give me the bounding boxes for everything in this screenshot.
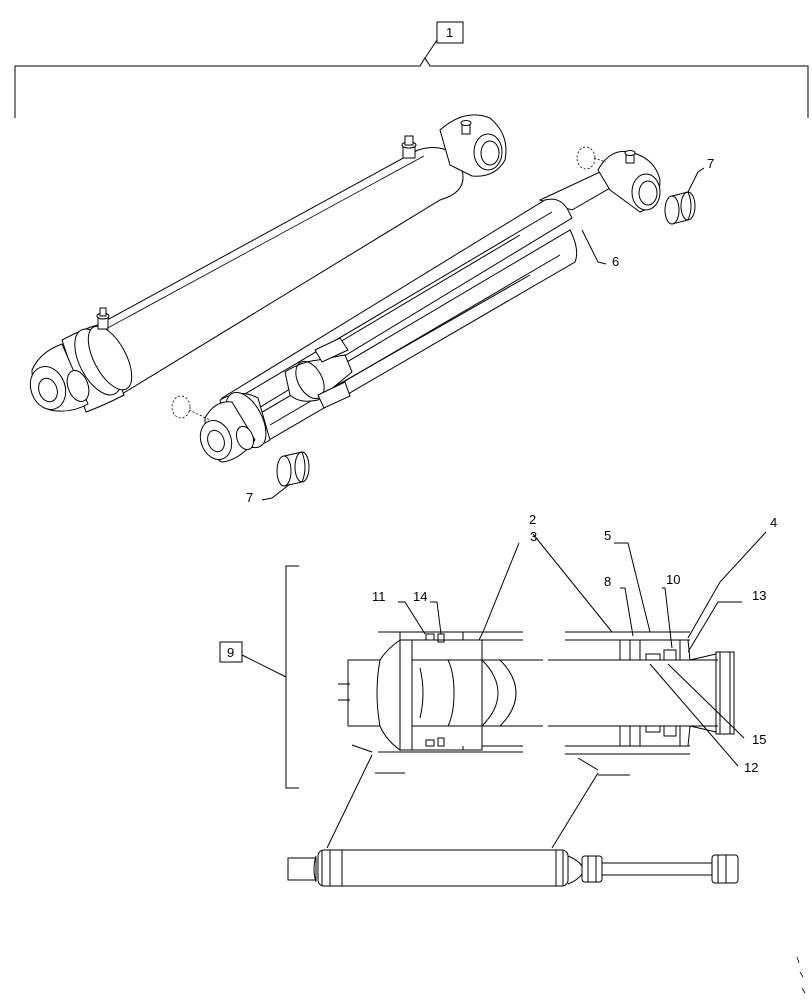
bushing-right bbox=[664, 191, 696, 225]
gland-section bbox=[548, 631, 735, 755]
callout-2: 2 bbox=[529, 512, 536, 527]
rod-assembly bbox=[199, 150, 661, 463]
callout-9: 9 bbox=[227, 645, 234, 660]
section-leaders bbox=[398, 531, 767, 767]
callout-1: 1 bbox=[446, 25, 453, 40]
callout-6: 6 bbox=[612, 254, 619, 269]
corner-mark bbox=[796, 956, 806, 994]
cylinder-barrel bbox=[29, 114, 507, 413]
callout-15: 15 bbox=[752, 732, 766, 747]
piston-section bbox=[338, 631, 543, 753]
callout-11: 11 bbox=[372, 589, 386, 604]
assembly-bracket bbox=[14, 21, 809, 118]
leader-6 bbox=[581, 229, 607, 265]
leader-7-right bbox=[687, 167, 705, 193]
callout-14: 14 bbox=[413, 589, 427, 604]
callout-10: 10 bbox=[666, 572, 680, 587]
leader-7-left bbox=[261, 483, 291, 501]
callout-4: 4 bbox=[770, 515, 777, 530]
mini-cylinder-overview bbox=[287, 744, 739, 887]
callout-7-right: 7 bbox=[707, 156, 714, 171]
callout-3: 3 bbox=[530, 529, 537, 544]
seal-kit-bracket bbox=[219, 565, 299, 789]
bushing-left bbox=[276, 451, 310, 487]
callout-7-left: 7 bbox=[246, 490, 253, 505]
dashed-pin-upper bbox=[576, 146, 607, 170]
callout-5: 5 bbox=[604, 528, 611, 543]
callout-8: 8 bbox=[604, 574, 611, 589]
callout-13: 13 bbox=[752, 588, 766, 603]
callout-12: 12 bbox=[744, 760, 758, 775]
dashed-pin-lower bbox=[171, 395, 211, 421]
